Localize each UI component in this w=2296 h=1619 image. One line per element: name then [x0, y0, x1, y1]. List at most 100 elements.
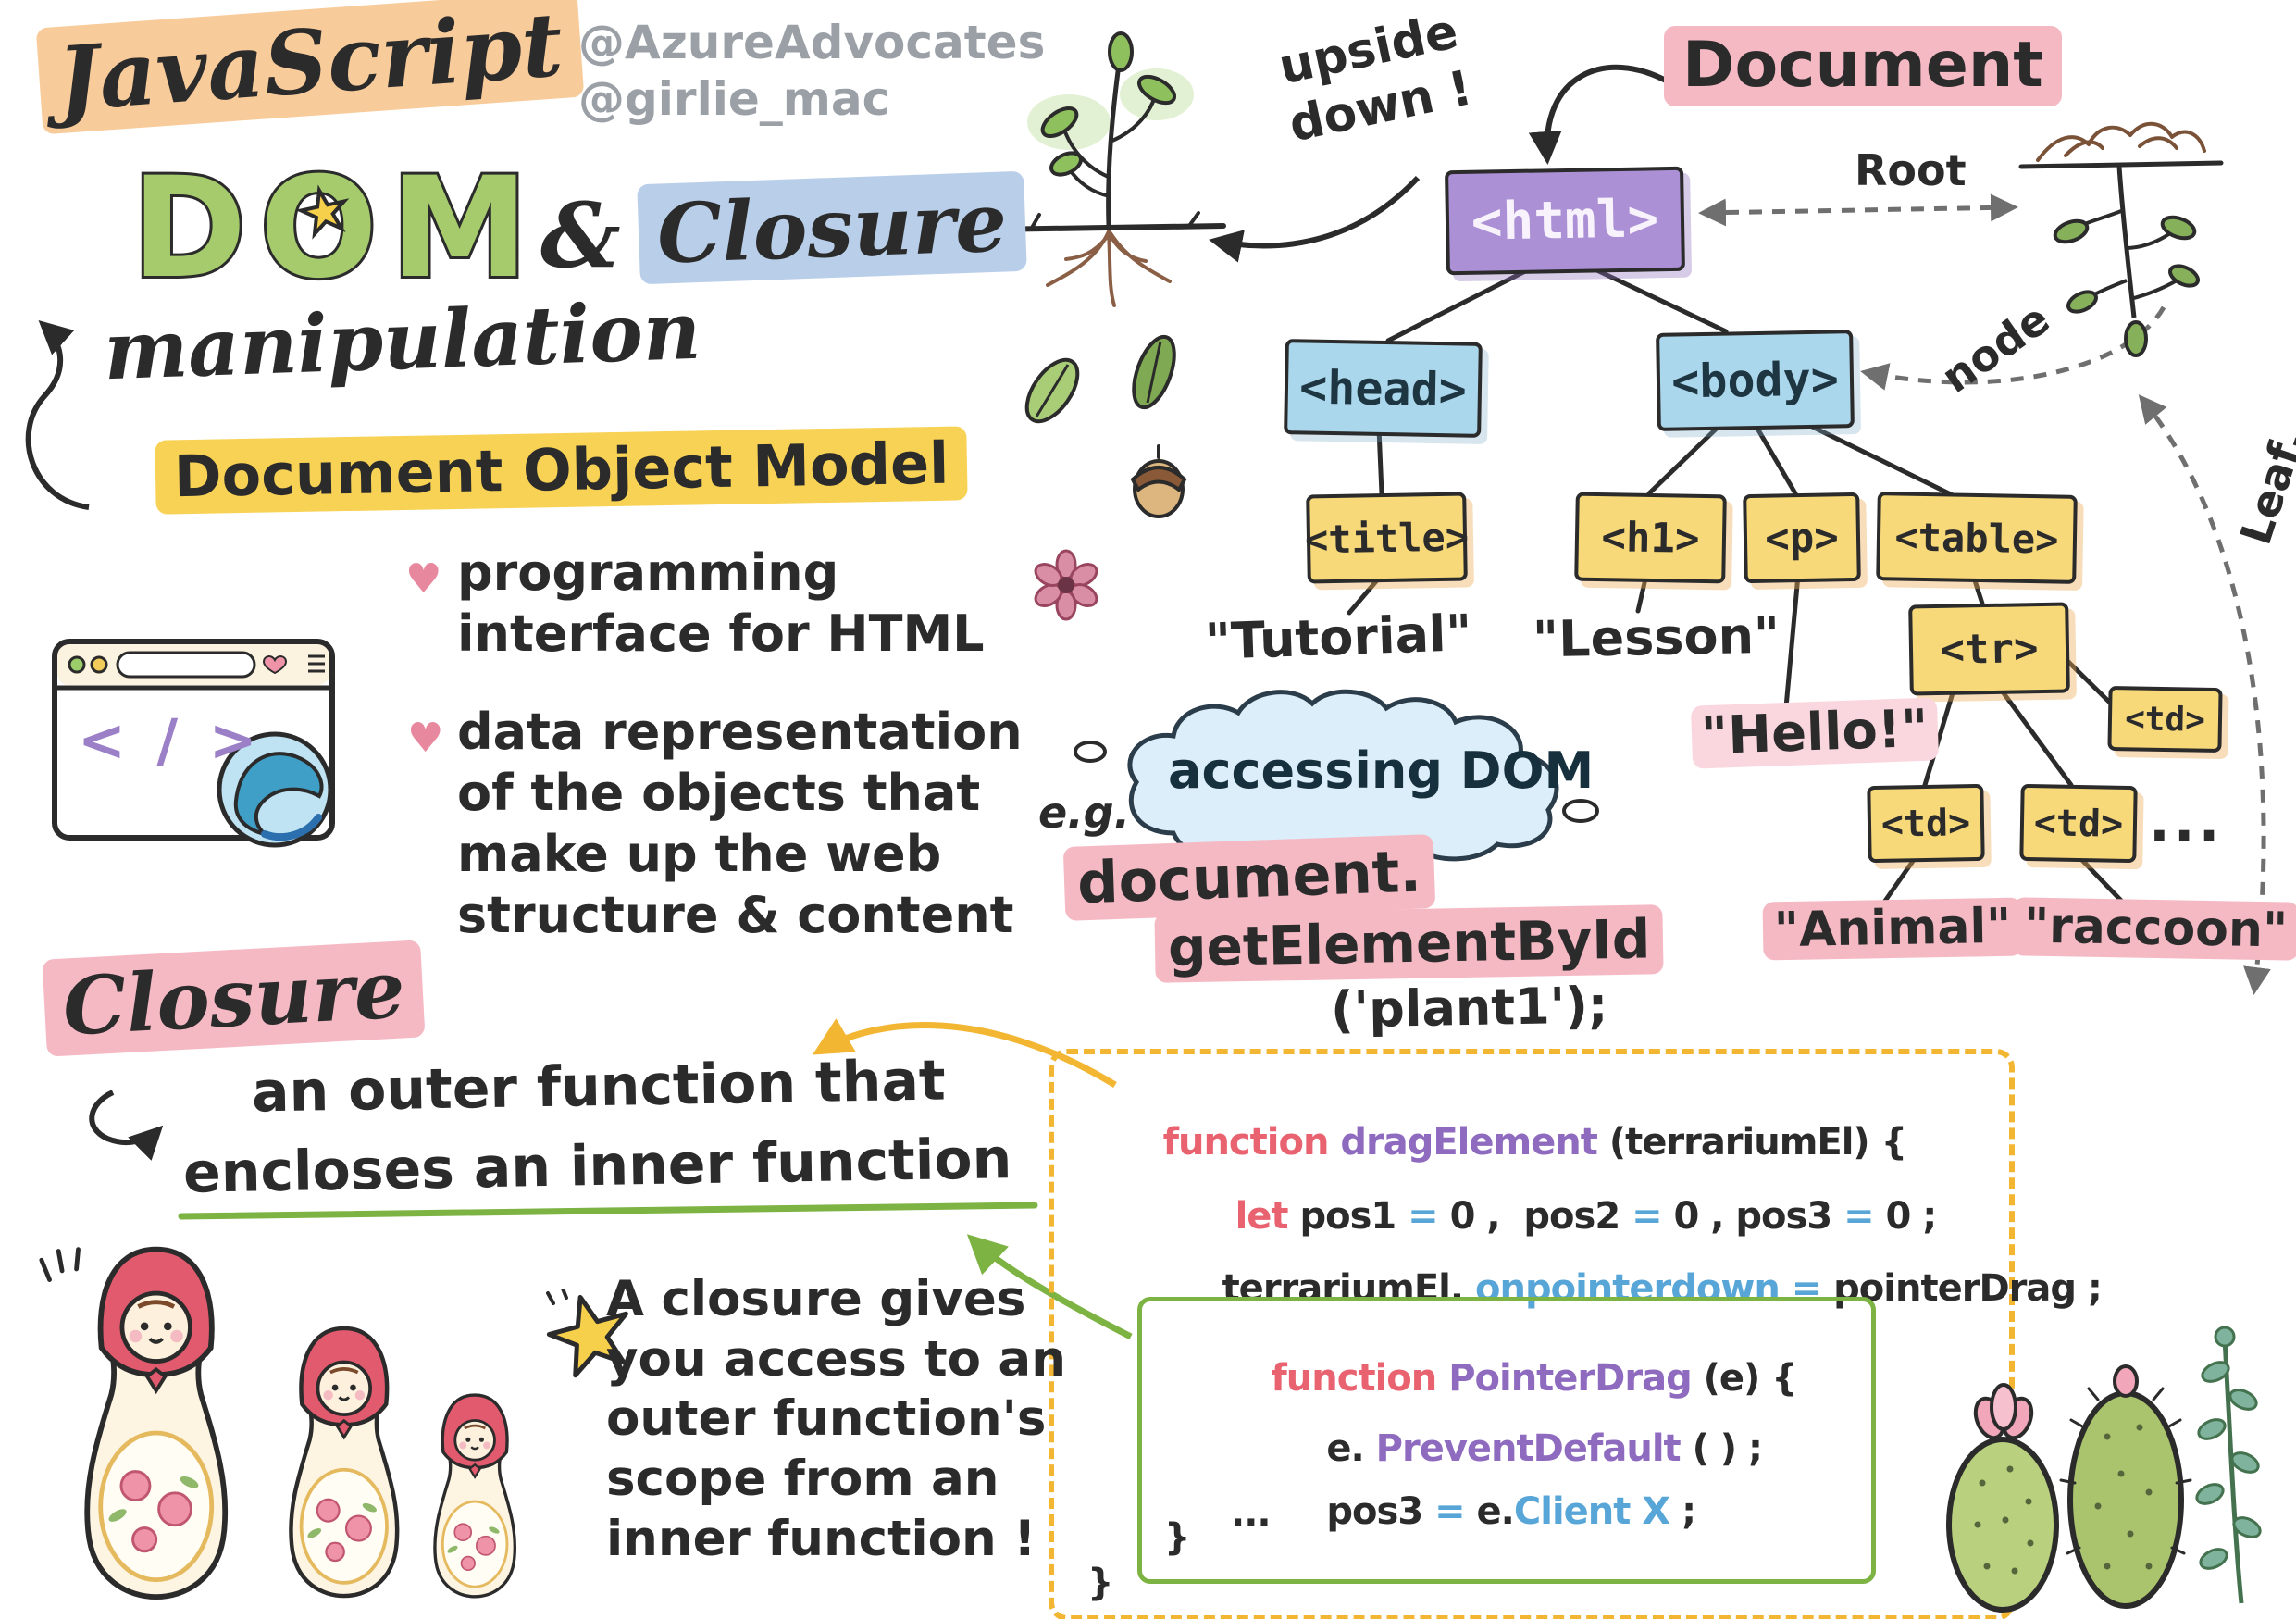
- code-token: 0 , pos3: [1673, 1195, 1844, 1238]
- node-body: <body>: [1656, 330, 1855, 431]
- closure-definition-line1: an outer function that: [251, 1048, 947, 1126]
- node-td-1: <td>: [1867, 783, 1985, 864]
- node-td-3: <td>: [2107, 685, 2223, 753]
- code-token: =: [1791, 1267, 1834, 1310]
- code-token: =: [1434, 1490, 1477, 1533]
- node-td-2: <td>: [2019, 783, 2138, 864]
- bullet-data-representation: data representation of the objects that …: [457, 703, 1023, 944]
- handle-girlie-mac: @girlie_mac: [578, 72, 890, 126]
- handle-azure-advocates: @AzureAdvocates: [578, 16, 1046, 69]
- code-token: terrariumEl.: [1222, 1267, 1476, 1310]
- code-token: ;: [1682, 1490, 1696, 1533]
- text-node-hello-text: "Hello!": [1690, 697, 1939, 769]
- code-line-ellipsis: ...: [1231, 1492, 1272, 1535]
- code-line-inner-close: }: [1164, 1516, 1191, 1559]
- code-line-let: let pos1 = 0 , pos2 = 0 , pos3 = 0 ;: [1163, 1152, 1938, 1280]
- code-token: =: [1632, 1195, 1674, 1238]
- closure-definition-line2: encloses an inner function: [182, 1127, 1012, 1206]
- upside-down-label: upside down !: [1273, 4, 1477, 154]
- upside-down-arrow: [1209, 175, 1421, 263]
- flower-icon: [1034, 549, 1098, 621]
- closure-heading-text: Closure: [42, 940, 426, 1057]
- code-token: function: [1271, 1357, 1449, 1400]
- code-line-inner-signature: function PointerDrag (e) {: [1175, 1314, 1797, 1442]
- code-token: (e) {: [1703, 1357, 1798, 1400]
- acorn-icon: [1130, 444, 1187, 518]
- code-token: ( ) ;: [1692, 1427, 1763, 1470]
- node-h1: <h1>: [1574, 492, 1727, 584]
- code-token: =: [1843, 1195, 1886, 1238]
- leaf-icon: [1024, 357, 1080, 424]
- closure-note: A closure gives you access to an outer f…: [606, 1271, 1066, 1567]
- node-p: <p>: [1743, 492, 1861, 584]
- title-javascript: JavaScript: [35, 0, 585, 135]
- definition-underline: [178, 1202, 1038, 1220]
- title-closure: Closure: [637, 170, 1027, 285]
- succulent-icon: [2195, 1326, 2262, 1604]
- code-token: let: [1235, 1195, 1300, 1238]
- title-javascript-text: JavaScript: [35, 0, 585, 135]
- root-arrow: [1698, 193, 2018, 227]
- node-tr: <tr>: [1908, 602, 2070, 696]
- text-node-lesson: "Lesson": [1532, 605, 1781, 669]
- code-token: dragElement: [1340, 1121, 1609, 1164]
- leaf-icon: [1132, 334, 1176, 410]
- text-node-tutorial: "Tutorial": [1203, 603, 1473, 672]
- heading-document-object-model: Document Object Model: [155, 426, 968, 515]
- node-table: <table>: [1876, 492, 2078, 584]
- sparkle-icon: [39, 1247, 81, 1282]
- heart-icon: [262, 655, 288, 675]
- code-token: (terrariumEl) {: [1608, 1121, 1907, 1164]
- title-closure-text: Closure: [637, 170, 1027, 285]
- code-line-onpointerdown: terrariumEl. onpointerdown = pointerDrag…: [1150, 1225, 2103, 1352]
- code-block: function dragElement (terrariumEl) { let…: [1049, 1049, 2103, 1619]
- leaf-label: Leaf.: [2229, 423, 2296, 551]
- code-token: function: [1162, 1121, 1341, 1164]
- code-document-line: document.: [1062, 834, 1436, 921]
- code-line-outer-signature: function dragElement (terrariumEl) {: [1091, 1078, 1908, 1206]
- heart-icon: ♥: [407, 715, 444, 762]
- code-line-clientx: pos3 = e.Client X ;: [1231, 1448, 1696, 1575]
- leaves-acorn-flower-decor: [1024, 334, 1187, 621]
- node-html: <html>: [1445, 166, 1685, 276]
- cactus-icon: [2059, 1364, 2192, 1609]
- text-node-animal: "Animal": [1762, 897, 2023, 961]
- document-label: Document: [1664, 26, 2062, 106]
- code-token: PointerDrag: [1448, 1357, 1704, 1400]
- code-document-text: document.: [1062, 834, 1436, 921]
- title-ampersand: &: [540, 183, 621, 288]
- document-arrow: [1528, 65, 1669, 165]
- code-token: onpointerdown: [1475, 1267, 1792, 1310]
- code-token: e.: [1476, 1490, 1515, 1533]
- code-line-outer-close: }: [1087, 1562, 1114, 1604]
- document-label-text: Document: [1664, 26, 2062, 106]
- code-getelementbyid-line: getElementById: [1154, 904, 1664, 983]
- node-label: node: [1932, 293, 2059, 403]
- title-manipulation: manipulation: [102, 283, 702, 399]
- closure-heading: Closure: [42, 940, 426, 1057]
- node-title: <title>: [1305, 492, 1469, 584]
- code-token: 0 , pos2: [1449, 1195, 1632, 1238]
- code-getelementbyid-text: getElementById: [1154, 904, 1664, 983]
- code-token: 0 ;: [1885, 1195, 1938, 1238]
- text-node-raccoon-text: "raccoon": [2012, 897, 2296, 962]
- social-handles: @AzureAdvocates @girlie_mac: [578, 15, 1045, 128]
- code-line-preventdefault: e. PreventDefault ( ) ;: [1231, 1385, 1763, 1513]
- dom-heading-text: Document Object Model: [155, 426, 968, 515]
- node-head: <head>: [1284, 339, 1483, 438]
- bullet-programming-interface: programming interface for HTML: [457, 543, 985, 663]
- accessing-dom-label: accessing DOM: [1168, 741, 1595, 800]
- text-node-animal-text: "Animal": [1762, 897, 2023, 961]
- code-plant1-line: ('plant1');: [1330, 976, 1608, 1040]
- title-dom: DOM: [129, 145, 542, 312]
- manipulation-arrow: [25, 319, 90, 510]
- root-label: Root: [1855, 145, 1967, 195]
- heart-icon: ♥: [405, 555, 442, 603]
- text-node-raccoon: "raccoon": [2012, 897, 2296, 962]
- text-node-hello: "Hello!": [1690, 697, 1939, 769]
- td-ellipsis: ...: [2149, 790, 2224, 854]
- code-token: PreventDefault: [1375, 1427, 1693, 1470]
- code-token: =: [1408, 1195, 1450, 1238]
- code-token: e.: [1326, 1427, 1376, 1470]
